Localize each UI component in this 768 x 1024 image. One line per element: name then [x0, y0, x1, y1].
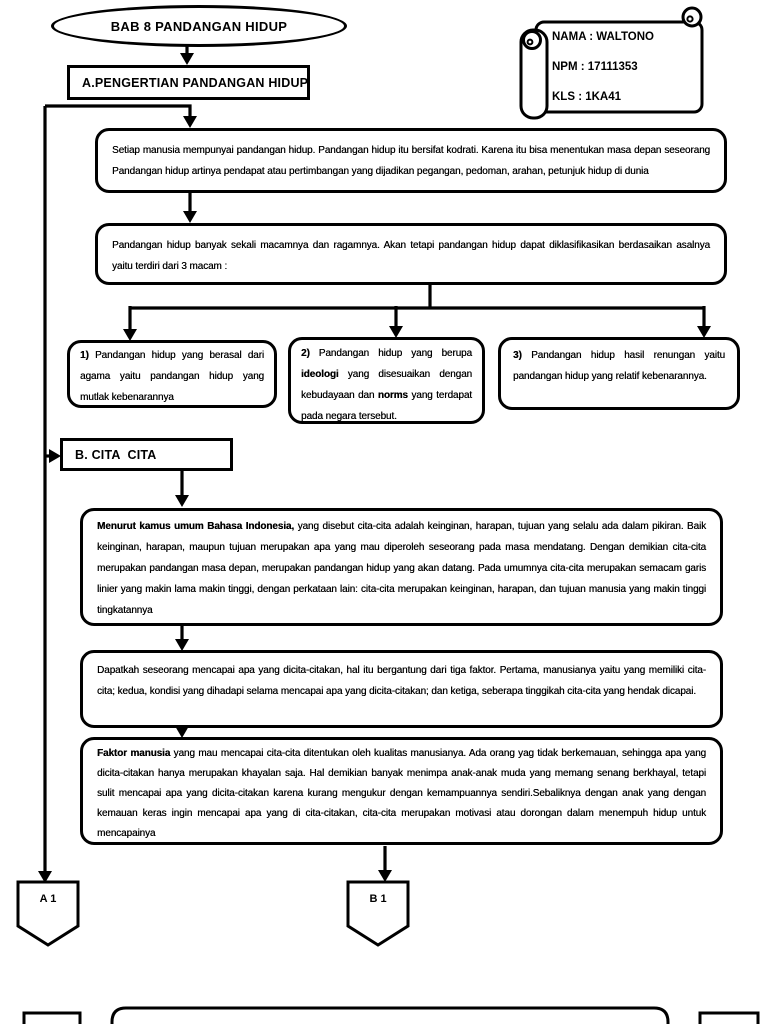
arrowhead-down: [697, 326, 711, 338]
branch-1-number: 1): [80, 350, 89, 361]
name-scroll-text: NAMA : WALTONO NPM : 17111353 KLS : 1KA4…: [552, 30, 654, 120]
section-a-heading: A.PENGERTIAN PANDANGAN HIDUP: [82, 75, 309, 90]
section-b-para3-box: Faktor manusia yang mau mencapai cita-ci…: [80, 737, 723, 845]
arrow-line: [45, 104, 192, 116]
offpage-connector-a1: [16, 880, 80, 947]
arrowhead-down: [175, 639, 189, 651]
section-b-para3-rest: yang mau mencapai cita-cita ditentukan o…: [97, 748, 706, 839]
section-b-para2: Dapatkah seseorang mencapai apa yang dic…: [97, 665, 706, 697]
arrowhead-down: [180, 53, 194, 65]
section-a-para1: Setiap manusia mempunyai pandangan hidup…: [112, 145, 710, 177]
branch-3-box: 3) Pandangan hidup hasil renungan yaitu …: [498, 337, 740, 410]
section-b-para3-lead: Faktor manusia: [97, 748, 171, 759]
arrowhead-down: [183, 116, 197, 128]
title-ellipse: BAB 8 PANDANGAN HIDUP: [51, 5, 347, 47]
section-b-heading-box: B. CITA CITA: [60, 438, 233, 471]
branch-1-box: 1) Pandangan hidup yang berasal dari aga…: [67, 340, 277, 408]
branch-2-text: yang disesuaikan dengan kebudayaan dan: [301, 369, 472, 401]
arrowhead-down: [183, 211, 197, 223]
scroll-line-kls: KLS : 1KA41: [552, 91, 622, 103]
bottom-center-partial-box: [110, 1006, 670, 1024]
bottom-right-partial-box: [698, 1011, 760, 1024]
section-a-heading-box: A.PENGERTIAN PANDANGAN HIDUP: [67, 65, 310, 100]
arrowhead-down: [389, 326, 403, 338]
section-b-para1-rest: yang disebut cita-cita adalah keinginan,…: [97, 521, 706, 616]
arrowhead-down: [175, 495, 189, 507]
arrowhead-right: [49, 449, 61, 463]
section-a-para2: Pandangan hidup banyak sekali macamnya d…: [112, 240, 710, 272]
branch-3-number: 3): [513, 350, 522, 361]
arrowhead-down: [378, 870, 392, 882]
section-b-heading: B. CITA CITA: [75, 447, 157, 462]
branch-2-text: yang terdapat pada negara tersebut.: [301, 390, 472, 422]
branch-3-text: Pandangan hidup hasil renungan yaitu pan…: [513, 350, 725, 382]
branch-2-keyword-ideologi: ideologi: [301, 369, 339, 380]
branch-2-box: 2) Pandangan hidup yang berupa ideologi …: [288, 337, 485, 424]
offpage-connector-b1: [346, 880, 410, 947]
section-a-para2-box: Pandangan hidup banyak sekali macamnya d…: [95, 223, 727, 285]
split-line: [130, 284, 704, 310]
scroll-line-npm: NPM : 17111353: [552, 61, 638, 73]
section-b-para1-lead: Menurut kamus umum Bahasa Indonesia,: [97, 521, 295, 532]
scroll-shape: [519, 6, 704, 120]
bottom-left-partial-box: [22, 1011, 82, 1024]
section-b-para2-box: Dapatkah seseorang mencapai apa yang dic…: [80, 650, 723, 728]
offpage-connector-b1-label: B 1: [369, 893, 387, 905]
scroll-line-nama: NAMA : WALTONO: [552, 31, 654, 43]
arrowhead-down: [38, 871, 52, 883]
branch-1-text: Pandangan hidup yang berasal dari agama …: [80, 350, 264, 403]
title-label: BAB 8 PANDANGAN HIDUP: [110, 18, 288, 34]
branch-2-number: 2): [301, 348, 310, 359]
offpage-connector-a1-label: A 1: [39, 893, 57, 905]
section-b-para1-box: Menurut kamus umum Bahasa Indonesia, yan…: [80, 508, 723, 626]
arrowhead-down: [175, 726, 189, 738]
arrowhead-down: [123, 329, 137, 341]
branch-2-text: Pandangan hidup yang berupa: [309, 348, 472, 359]
branch-2-keyword-norms: norms: [377, 390, 408, 401]
section-a-para1-box: Setiap manusia mempunyai pandangan hidup…: [95, 128, 727, 193]
